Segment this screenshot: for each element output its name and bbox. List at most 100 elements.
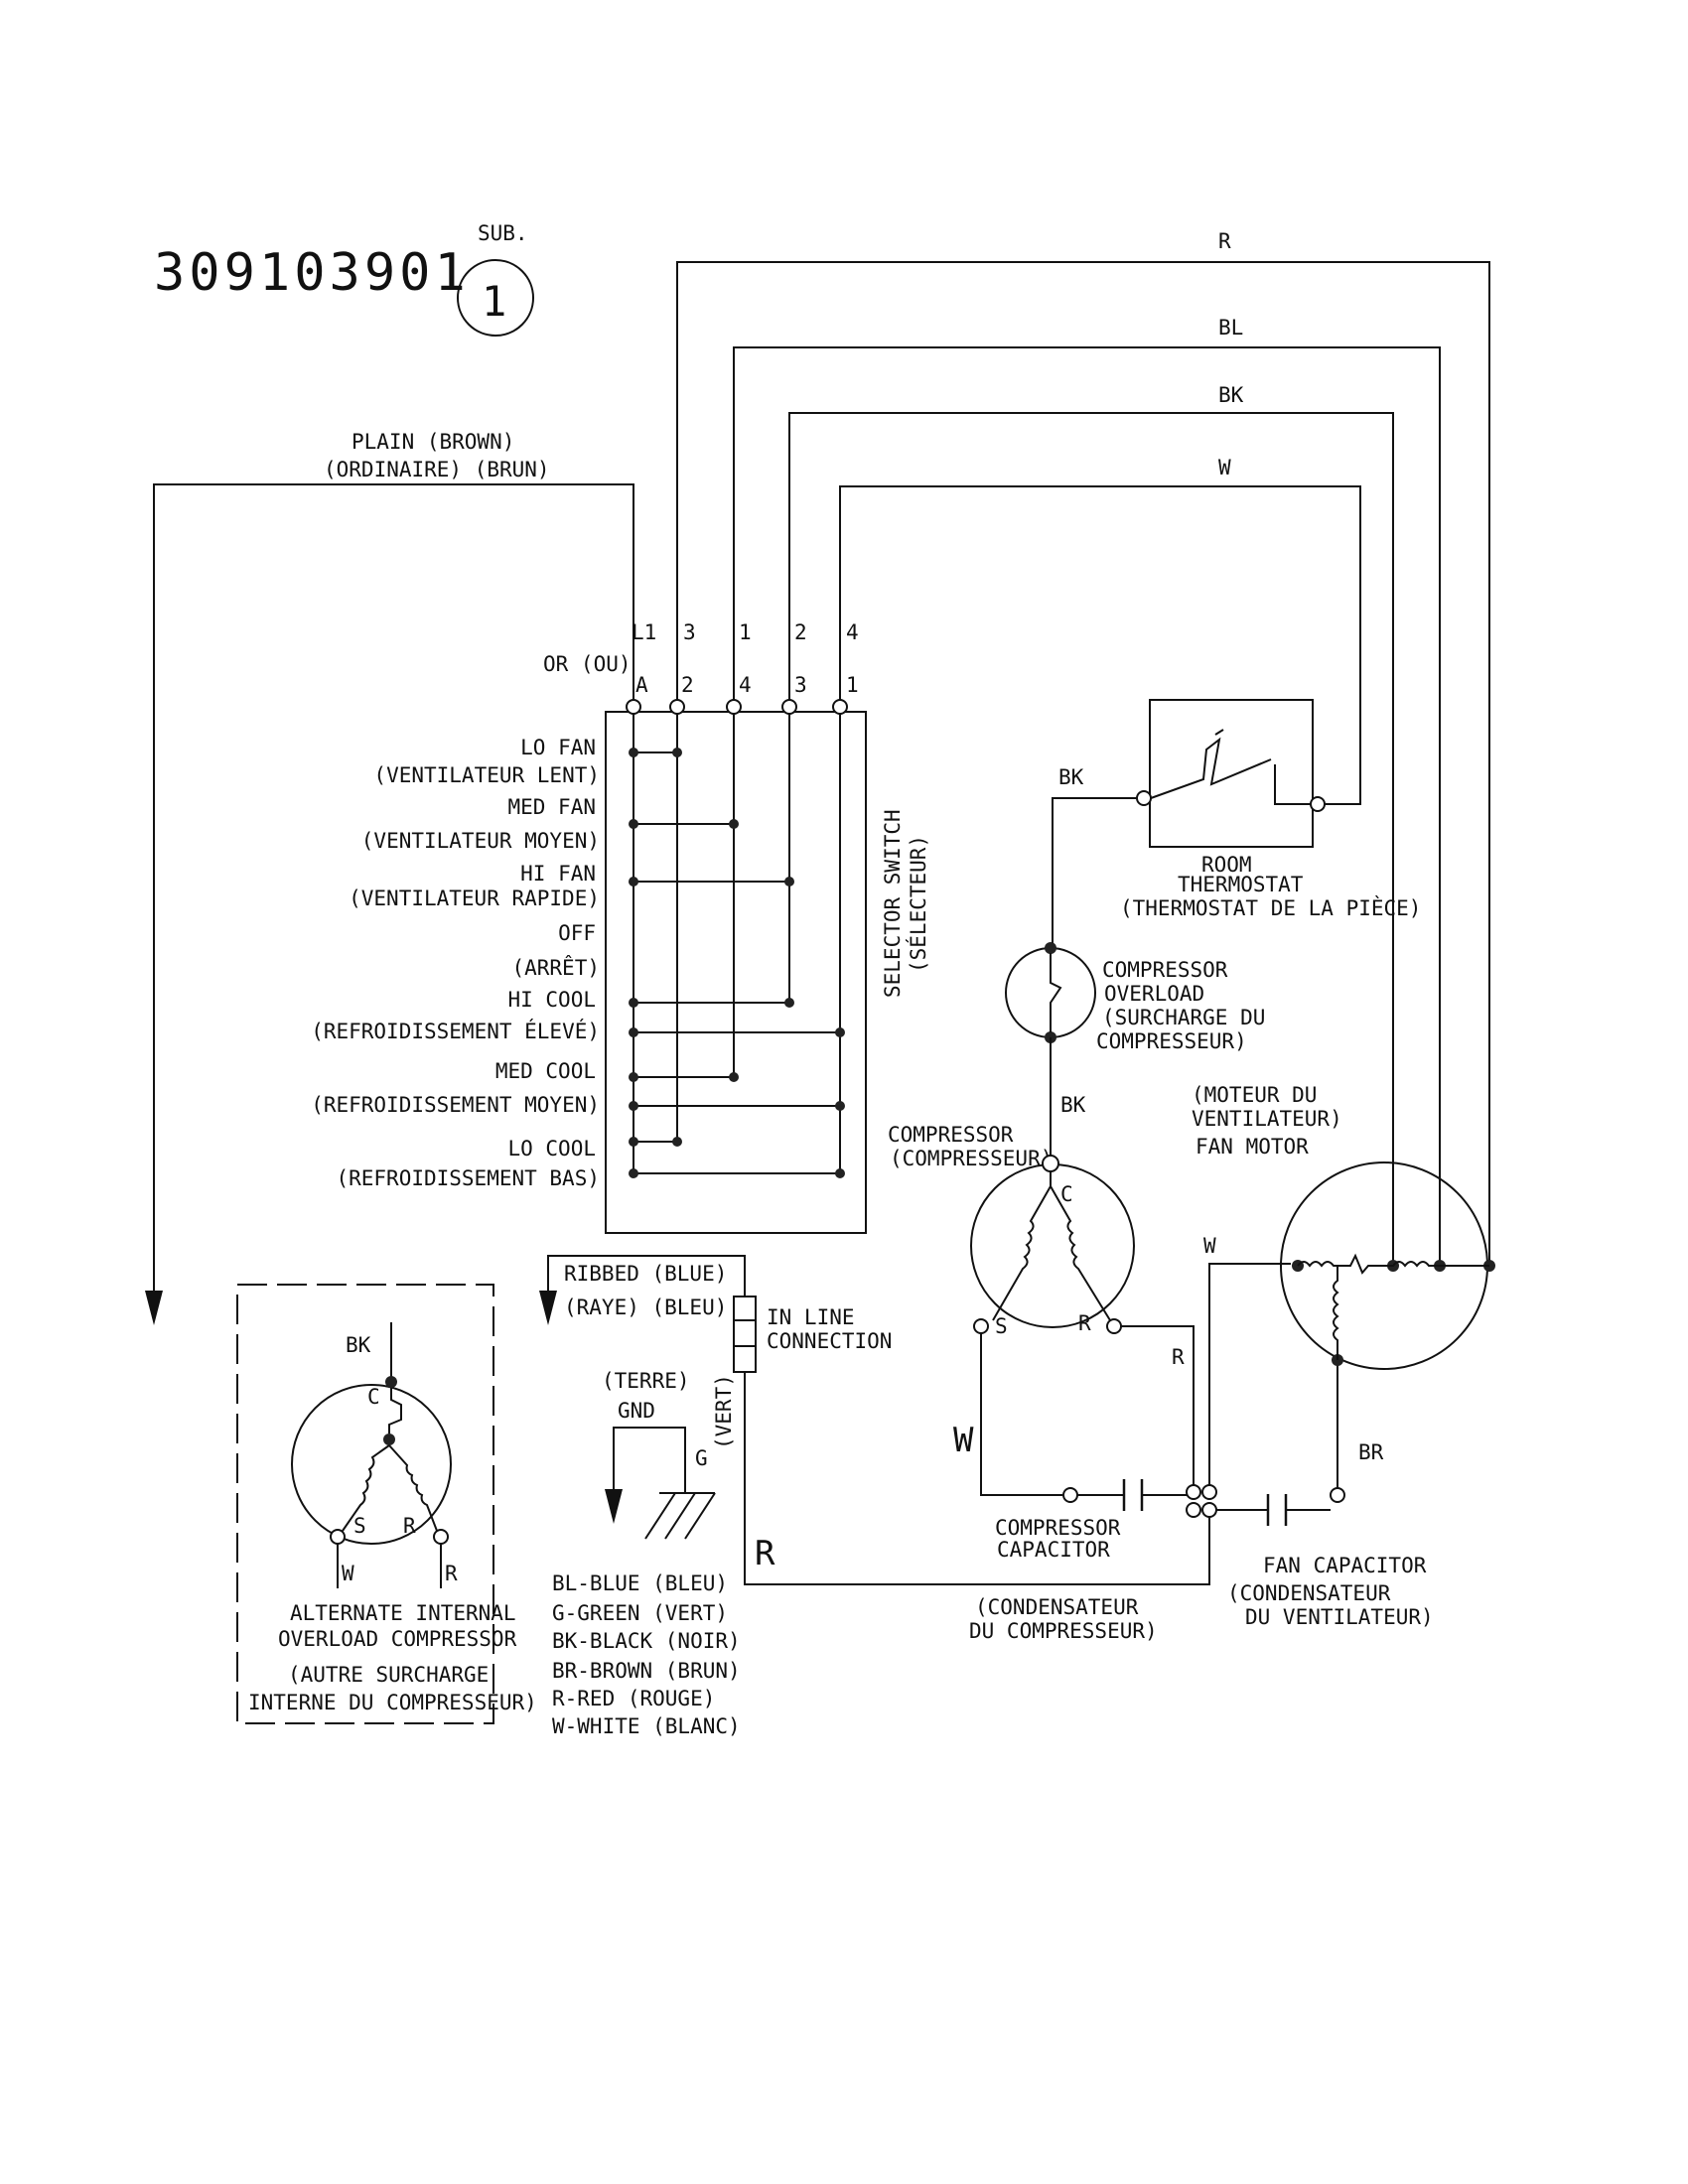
fan-w-wire-label: W xyxy=(1203,1234,1216,1258)
wire-compressor-s-w xyxy=(980,1333,1062,1496)
plug-arrow-ground xyxy=(605,1489,623,1524)
mode-off-fr: (ARRÊT) xyxy=(511,955,600,980)
inline-connection-icon xyxy=(733,1296,757,1373)
fan-capacitor-fr-1: (CONDENSATEUR xyxy=(1227,1581,1391,1605)
inline-label-2: CONNECTION xyxy=(767,1329,892,1353)
compressor-c-label: C xyxy=(1060,1182,1073,1206)
upper-term-5: 4 xyxy=(846,620,859,644)
wire-compressor-r xyxy=(1121,1325,1195,1485)
mode-med-fan: MED FAN xyxy=(507,795,596,819)
or-label: OR (OU) xyxy=(543,652,632,676)
mode-hi-cool: HI COOL xyxy=(507,988,596,1012)
fan-motor-label-2: VENTILATEUR) xyxy=(1192,1107,1342,1131)
mode-med-cool: MED COOL xyxy=(495,1059,596,1083)
overload-wire-label: BK xyxy=(1060,1093,1086,1117)
wire-fan-white xyxy=(1208,1263,1291,1485)
alternate-s-label: S xyxy=(353,1514,366,1538)
wire-red xyxy=(676,261,1490,1266)
fan-motor-label-3: FAN MOTOR xyxy=(1196,1135,1309,1159)
mode-hi-fan-fr: (VENTILATEUR RAPIDE) xyxy=(349,887,600,910)
alternate-r-label: R xyxy=(403,1514,416,1538)
compressor-s-label: S xyxy=(995,1314,1008,1338)
capacitor-junction-terminals xyxy=(1186,1484,1217,1518)
mode-off: OFF xyxy=(558,921,596,945)
inline-label-1: IN LINE xyxy=(767,1305,855,1329)
wire-ground xyxy=(613,1427,686,1493)
alternate-label-3: (AUTRE SURCHARGE xyxy=(288,1663,489,1687)
sub-circle xyxy=(457,259,534,337)
vert-label: (VERT) xyxy=(712,1374,736,1449)
compressor-r-label: R xyxy=(1078,1311,1091,1335)
compressor-capacitor-fr-1: (CONDENSATEUR xyxy=(975,1595,1139,1619)
thermostat-label-2: THERMOSTAT xyxy=(1178,873,1304,896)
wire-thermostat-bk xyxy=(1052,797,1137,943)
g-label: G xyxy=(695,1446,708,1470)
alternate-c-label: C xyxy=(367,1385,380,1409)
selector-bus-lines xyxy=(633,714,841,1173)
gnd-label: GND xyxy=(618,1399,655,1423)
alternate-compressor-circle xyxy=(291,1384,452,1545)
wire-black xyxy=(788,412,1394,1266)
compressor-terminal-c xyxy=(1042,1155,1059,1172)
mode-med-fan-fr: (VENTILATEUR MOYEN) xyxy=(361,829,600,853)
upper-term-3: 1 xyxy=(739,620,752,644)
lower-term-2: 2 xyxy=(681,673,694,697)
lower-term-5: 1 xyxy=(846,673,859,697)
alternate-r-wire-label: R xyxy=(445,1562,458,1585)
legend-item: BK-BLACK (NOIR) xyxy=(552,1629,741,1653)
legend-item: BL-BLUE (BLEU) xyxy=(552,1571,728,1595)
compressor-w-wire-label: W xyxy=(953,1421,974,1460)
thermostat-label-1: ROOM xyxy=(1201,853,1252,877)
compressor-label-en: COMPRESSOR xyxy=(888,1123,1014,1147)
overload-label-3: (SURCHARGE DU xyxy=(1102,1006,1265,1029)
upper-term-1: L1 xyxy=(632,620,656,644)
thermostat-wire-label: BK xyxy=(1058,765,1084,789)
compressor-label-fr: (COMPRESSEUR) xyxy=(890,1147,1053,1170)
compressor-windings-icon xyxy=(992,1171,1111,1321)
upper-term-2: 3 xyxy=(683,620,696,644)
alternate-label-4: INTERNE DU COMPRESSEUR) xyxy=(248,1691,537,1714)
mode-lo-fan: LO FAN xyxy=(520,736,596,759)
fan-br-wire-label: BR xyxy=(1358,1440,1384,1464)
ground-symbol-icon xyxy=(644,1492,716,1540)
selector-title-fr: (SÉLECTEUR) xyxy=(906,835,930,973)
sub-label: SUB. xyxy=(478,221,528,245)
color-legend: BL-BLUE (BLEU) G-GREEN (VERT) BK-BLACK (… xyxy=(552,1571,741,1738)
compressor-capacitor-fr-2: DU COMPRESSEUR) xyxy=(969,1619,1158,1643)
compressor-terminal-r xyxy=(1106,1318,1122,1334)
alternate-windings-icon xyxy=(330,1376,449,1545)
wire-white xyxy=(839,485,1361,805)
legend-item: W-WHITE (BLANC) xyxy=(552,1714,741,1738)
compressor-terminal-s xyxy=(973,1318,989,1334)
legend-item: R-RED (ROUGE) xyxy=(552,1687,715,1710)
fan-capacitor-label: FAN CAPACITOR xyxy=(1263,1554,1427,1577)
plug-arrow-left xyxy=(145,1291,163,1325)
plug-arrow-mid xyxy=(539,1291,557,1325)
legend-item: BR-BROWN (BRUN) xyxy=(552,1659,741,1683)
legend-item: G-GREEN (VERT) xyxy=(552,1601,728,1625)
compressor-r-wire-label: R xyxy=(1172,1345,1185,1369)
wire-black-label: BK xyxy=(1218,383,1244,407)
selector-contacts xyxy=(629,748,845,1178)
sub-number: 1 xyxy=(482,277,506,326)
selector-mode-labels: LO FAN (VENTILATEUR LENT) MED FAN (VENTI… xyxy=(311,736,600,1190)
lower-term-1: A xyxy=(635,673,648,697)
wire-white-label: W xyxy=(1218,456,1231,479)
mode-lo-fan-fr: (VENTILATEUR LENT) xyxy=(373,763,600,787)
part-number: 309103901 xyxy=(154,243,470,303)
lower-term-3: 4 xyxy=(739,673,752,697)
plain-label-en: PLAIN (BROWN) xyxy=(352,430,514,454)
terre-label: (TERRE) xyxy=(602,1369,690,1393)
alternate-label-1: ALTERNATE INTERNAL xyxy=(290,1601,516,1625)
raye-label: (RAYE) (BLEU) xyxy=(564,1296,727,1319)
alternate-bk-label: BK xyxy=(346,1333,371,1357)
fan-motor-label-1: (MOTEUR DU xyxy=(1192,1083,1317,1107)
wire-blue xyxy=(733,346,1441,1266)
wire-plain-brown xyxy=(153,483,634,1291)
thermostat-symbol-icon xyxy=(1136,729,1326,812)
alternate-w-wire-label: W xyxy=(342,1562,354,1585)
mode-lo-cool: LO COOL xyxy=(507,1137,596,1160)
overload-label-1: COMPRESSOR xyxy=(1102,958,1228,982)
fan-capacitor-icon xyxy=(1216,1487,1345,1526)
